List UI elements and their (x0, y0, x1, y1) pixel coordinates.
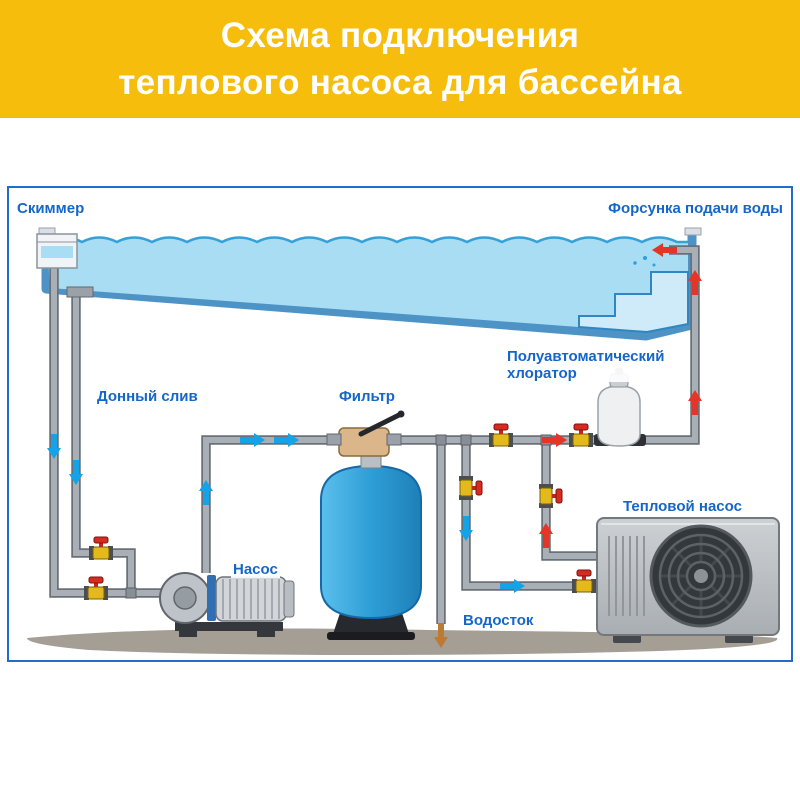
water-surface-line (46, 236, 688, 244)
label-chlorinator-line1: Полуавтоматический (507, 348, 665, 365)
cold-flow-arrow-icon (69, 460, 83, 485)
page-title-line2: теплового насоса для бассейна (118, 63, 682, 102)
pool-schematic (27, 227, 780, 656)
pipe-heatpump-outlet (541, 440, 599, 561)
label-heat-pump: Тепловой насос (621, 498, 744, 515)
label-bottom-drain: Донный слив (95, 388, 200, 405)
page-title-line1: Схема подключения (220, 16, 580, 55)
cold-flow-arrow-icon (459, 516, 473, 541)
pipe-heatpump-inlet (461, 440, 599, 591)
fan-icon (649, 524, 753, 628)
valve-icon (568, 423, 594, 448)
label-chlorinator: Полуавтоматический хлоратор (505, 348, 667, 382)
heat-pump (596, 517, 780, 643)
label-drain: Водосток (461, 612, 536, 629)
pool (38, 227, 702, 341)
pool-water (47, 237, 688, 332)
cold-flow-arrow-icon (199, 480, 213, 505)
pump (159, 572, 295, 637)
valve-icon (488, 423, 514, 448)
valve-icon (458, 475, 483, 501)
title-banner: Схема подключения теплового насоса для б… (0, 0, 800, 118)
cold-flow-arrow-icon (500, 579, 525, 593)
label-skimmer: Скиммер (15, 200, 87, 217)
ground (27, 628, 778, 656)
valve-handle (358, 411, 404, 437)
label-nozzle: Форсунка подачи воды (606, 200, 785, 217)
label-filter: Фильтр (337, 388, 397, 405)
cold-flow-arrow-icon (47, 434, 61, 459)
pipe-pump-to-filter (201, 435, 331, 573)
valve-icon (88, 536, 114, 561)
cold-flow-arrow-icon (274, 433, 299, 447)
hot-flow-arrow-icon (539, 523, 553, 548)
skimmer (36, 233, 78, 269)
cold-flow-arrow-icon (240, 433, 265, 447)
label-pump: Насос (231, 561, 280, 578)
label-chlorinator-line2: хлоратор (507, 365, 577, 382)
hot-flow-arrow-icon (688, 390, 702, 415)
valve-icon (83, 576, 109, 601)
valve-icon (571, 569, 597, 594)
nozzle-spray (633, 256, 656, 267)
chlorinator (594, 368, 646, 447)
diagram-frame: Скиммер Форсунка подачи воды Донный слив… (7, 186, 793, 662)
bottom-drain-fitting (66, 286, 94, 298)
pool-steps (578, 271, 689, 334)
valve-icon (538, 483, 563, 509)
filter (320, 410, 422, 640)
pool-coping-right (684, 227, 702, 236)
